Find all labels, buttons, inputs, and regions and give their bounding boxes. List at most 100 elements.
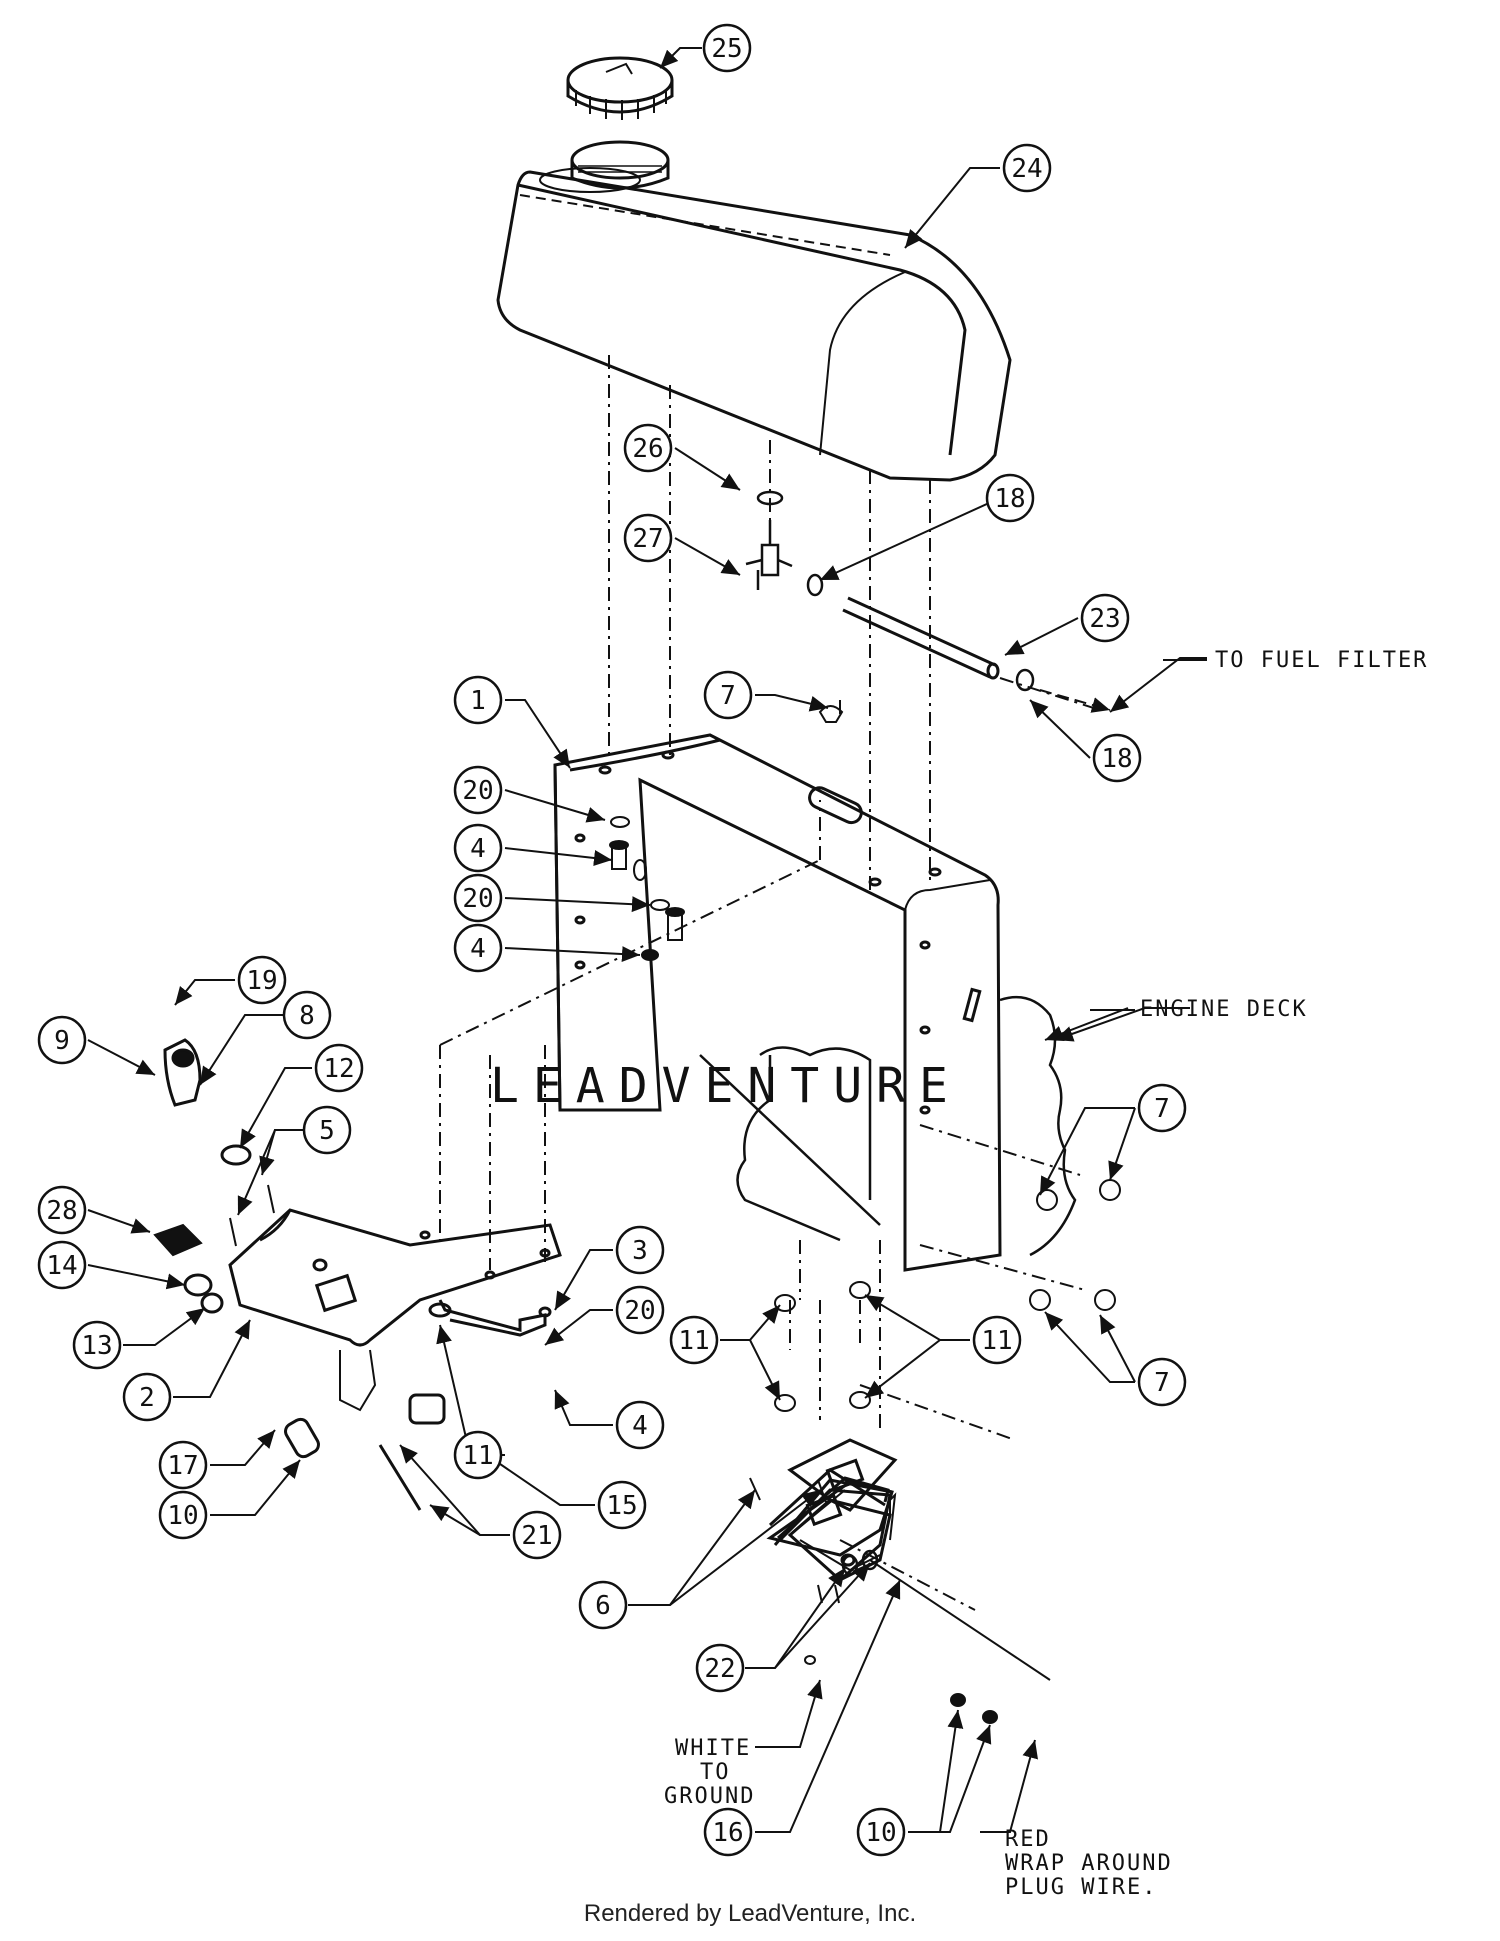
balloon-b4a: 4 [453, 823, 503, 873]
balloon-number: 7 [1154, 1368, 1170, 1398]
balloon-b7b: 7 [1137, 1083, 1187, 1133]
balloon-circle [237, 955, 287, 1005]
balloon-circle [453, 823, 503, 873]
balloon-b5: 5 [302, 1105, 352, 1155]
balloon-number: 28 [46, 1196, 77, 1226]
balloon-circle [72, 1320, 122, 1370]
watermark: LEADVENTURE [490, 1058, 962, 1114]
balloon-number: 11 [678, 1326, 709, 1356]
balloon-number: 20 [624, 1296, 655, 1326]
balloon-b25: 25 [702, 23, 752, 73]
balloon-circle [615, 1285, 665, 1335]
balloon-number: 5 [319, 1116, 335, 1146]
balloon-number: 23 [1089, 604, 1120, 634]
balloon-b24: 24 [1002, 143, 1052, 193]
screws-6 [749, 1477, 827, 1503]
balloon-number: 9 [54, 1026, 70, 1056]
balloon-number: 7 [1154, 1094, 1170, 1124]
balloon-b7c: 7 [1137, 1357, 1187, 1407]
balloon-number: 21 [521, 1521, 552, 1551]
footer-credit: Rendered by LeadVenture, Inc. [583, 1900, 917, 1927]
balloon-b18b: 18 [1092, 733, 1142, 783]
balloon-number: 18 [1101, 744, 1132, 774]
balloon-circle [703, 1807, 753, 1857]
balloon-circle [453, 873, 503, 923]
balloon-circle [453, 765, 503, 815]
balloon-b20b: 20 [453, 873, 503, 923]
balloon-number: 12 [323, 1054, 354, 1084]
balloon-number: 4 [632, 1411, 648, 1441]
balloon-circle [623, 513, 673, 563]
balloon-circle [37, 1185, 87, 1235]
plate-6 [766, 1480, 894, 1557]
balloon-number: 10 [167, 1501, 198, 1531]
balloon-b12: 12 [314, 1043, 364, 1093]
balloon-number: 11 [462, 1441, 493, 1471]
callout-white-line-1: WHITE [675, 1736, 751, 1761]
balloon-circle [453, 675, 503, 725]
balloon-number: 15 [606, 1491, 637, 1521]
balloon-b20c: 20 [615, 1285, 665, 1335]
balloon-b4c: 4 [615, 1400, 665, 1450]
balloon-number: 20 [462, 884, 493, 914]
balloon-circle [1137, 1357, 1187, 1407]
balloon-b8: 8 [282, 990, 332, 1040]
balloon-b10b: 10 [856, 1807, 906, 1857]
balloon-circle [669, 1315, 719, 1365]
balloon-b2: 2 [122, 1372, 172, 1422]
balloon-circle [453, 1430, 503, 1480]
engine-deck [699, 995, 1077, 1257]
balloon-number: 18 [994, 484, 1025, 514]
balloon-number: 19 [246, 966, 277, 996]
callout-red-line-2: WRAP AROUND [1005, 1851, 1173, 1876]
balloon-b6: 6 [578, 1580, 628, 1630]
balloon-b22: 22 [695, 1643, 745, 1693]
balloon-circle [623, 423, 673, 473]
balloon-number: 2 [139, 1383, 155, 1413]
tank-bracket [553, 733, 1002, 1272]
balloon-b23: 23 [1080, 593, 1130, 643]
balloon-circle [1080, 593, 1130, 643]
balloon-circle [1137, 1083, 1187, 1133]
balloon-circle [122, 1372, 172, 1422]
balloon-b10a: 10 [158, 1490, 208, 1540]
callout-white-line-3: GROUND [664, 1784, 755, 1809]
balloon-b1: 1 [453, 675, 503, 725]
balloon-number: 17 [167, 1451, 198, 1481]
balloon-circle [702, 23, 752, 73]
balloon-circle [453, 923, 503, 973]
callout-red-line-3: PLUG WIRE. [1005, 1875, 1157, 1900]
callout-red-line-1: RED [1005, 1827, 1051, 1852]
callout-engine-deck: ENGINE DECK [1140, 997, 1306, 1022]
balloon-b11b: 11 [972, 1315, 1022, 1365]
fuel-tank [496, 140, 1012, 482]
ignition-module [787, 1438, 1051, 1681]
hose-clamp [806, 573, 1035, 692]
balloon-circle [972, 1315, 1022, 1365]
balloon-circle [703, 670, 753, 720]
fuel-valve [745, 490, 793, 590]
balloon-b28: 28 [37, 1185, 87, 1235]
balloon-b19: 19 [237, 955, 287, 1005]
callout-red-wire: RED WRAP AROUND PLUG WIRE. [1005, 1827, 1173, 1900]
balloon-b7a: 7 [703, 670, 753, 720]
balloon-b20a: 20 [453, 765, 503, 815]
balloon-number: 27 [632, 524, 663, 554]
balloon-circle [578, 1580, 628, 1630]
balloon-circle [158, 1440, 208, 1490]
wire-terminals-10 [804, 1655, 998, 1724]
balloon-circle [985, 473, 1035, 523]
callout-white-ground: WHITE TO GROUND [664, 1736, 755, 1809]
balloon-b15: 15 [597, 1480, 647, 1530]
balloon-number: 4 [470, 834, 486, 864]
balloon-circle [158, 1490, 208, 1540]
balloon-circle [282, 990, 332, 1040]
balloon-b21: 21 [512, 1510, 562, 1560]
balloon-b27: 27 [623, 513, 673, 563]
balloon-circle [615, 1400, 665, 1450]
balloon-circle [37, 1240, 87, 1290]
balloon-number: 10 [865, 1818, 896, 1848]
control-panel [153, 1038, 562, 1511]
balloon-number: 8 [299, 1001, 315, 1031]
balloon-b4b: 4 [453, 923, 503, 973]
